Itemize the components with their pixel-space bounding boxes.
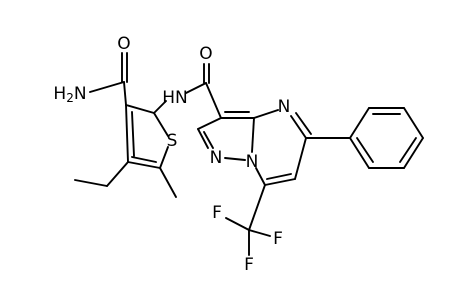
bond-c-nh2 (89, 81, 125, 93)
bond-pz-n-nbridge (224, 157, 246, 161)
bond-ph-6a (349, 137, 370, 169)
bond-pm-c3a-n (253, 109, 279, 119)
bond-pm-c6-c7-b (266, 173, 292, 180)
bond-th-s-c5 (159, 146, 169, 169)
bond-th-c2-s (153, 112, 169, 137)
bond-th-c3-c2 (125, 104, 155, 114)
bond-cf3-f1 (225, 217, 250, 231)
bond-cf3-f2 (248, 229, 271, 237)
bond-pm-c7-nbridge (255, 167, 266, 186)
atom-sulfur: S (167, 131, 178, 151)
atom-nitrogen-upper: N (278, 97, 291, 117)
bond-pz-c3-c4 (197, 117, 222, 130)
bond-pm-c5-c6 (294, 137, 307, 180)
bond-ph-1 (349, 107, 370, 139)
atom-amide-nh: HN (162, 88, 188, 108)
atom-labels: O H2N HN S O N N N F F F (53, 34, 290, 275)
atom-fluorine-2: F (273, 229, 283, 249)
bond-amide-thiophene (123, 81, 127, 106)
bond-pm-c6-c7-a (264, 178, 296, 186)
atom-oxygen-left: O (117, 34, 130, 54)
bond-ethyl-2 (74, 179, 108, 187)
bond-th-c4-c3-a (125, 104, 129, 163)
bond-th-c5-c4-b (131, 156, 157, 163)
bond-th-c4-c3-b (131, 111, 135, 157)
bond-pz-nbridge-c3a (251, 117, 255, 153)
bond-pz-c4-n-b (203, 131, 214, 149)
bond-ph-4b (399, 137, 417, 163)
bond-ph-4a (403, 137, 424, 169)
atom-oxygen-right: O (199, 44, 212, 64)
atom-fluorine-3: F (244, 255, 254, 275)
bond-ph-3 (403, 107, 424, 139)
bond-pz-c4-n-a (197, 128, 209, 149)
atom-nitrogen-bridge: N (246, 152, 259, 172)
bond-c7-cf3 (248, 184, 266, 231)
bond-pm-n-c5-a (290, 115, 307, 139)
bond-ethyl-1 (106, 161, 129, 187)
atom-fluorine-1: F (212, 203, 222, 223)
bond-pm-n-c5-b (295, 112, 312, 135)
bond-methyl (159, 167, 177, 198)
bond-c2-nh (153, 100, 167, 114)
bond-th-c5-c4-a (127, 161, 161, 169)
atom-amine-nh2: H2N (53, 84, 86, 105)
bond-nh-carbonyl (185, 82, 207, 94)
atom-nitrogen-left: N (210, 148, 223, 168)
bond-ph-6b (356, 137, 374, 163)
bonds (74, 52, 424, 256)
bond-carbonyl-ring (205, 82, 222, 119)
